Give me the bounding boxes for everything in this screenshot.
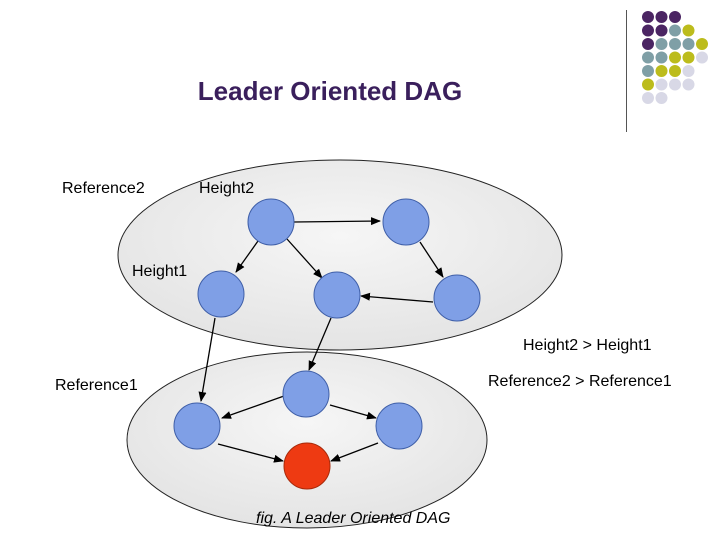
decoration-dot	[669, 24, 681, 37]
edge-g-f	[221, 395, 285, 419]
label-reference-comparison: Reference2 > Reference1	[488, 373, 672, 390]
lower-dag-ellipse	[126, 351, 488, 529]
page-title: Leader Oriented DAG	[197, 76, 463, 106]
divider-line	[626, 10, 627, 132]
node-g	[282, 370, 330, 418]
edge-f-leader	[217, 443, 284, 463]
decoration-dot	[642, 78, 654, 91]
label-height2: Height2	[199, 180, 255, 197]
figure-caption: fig. A Leader Oriented DAG	[256, 510, 451, 527]
decoration-dot	[669, 51, 681, 64]
decoration-dot	[669, 38, 681, 50]
decoration-dot	[642, 92, 654, 104]
node-a	[247, 198, 295, 246]
decoration-dot	[682, 38, 695, 50]
decoration-dot	[696, 51, 708, 64]
upper-dag-ellipse	[117, 159, 563, 351]
edge-a-d	[286, 238, 323, 279]
decoration-dot	[682, 65, 695, 77]
decoration-dot	[655, 51, 668, 64]
edge-a-b	[293, 217, 381, 226]
edge-h-leader	[330, 442, 379, 462]
decoration-dot	[655, 92, 668, 104]
decoration-dot	[682, 24, 695, 37]
decoration-dot	[642, 51, 654, 64]
decoration-dot	[669, 78, 681, 91]
label-height1: Height1	[132, 263, 188, 280]
node-f	[173, 402, 221, 450]
decoration-dot	[642, 65, 654, 77]
edge-e-d	[360, 292, 434, 303]
node-d	[313, 271, 361, 319]
label-reference1: Reference1	[55, 377, 138, 394]
decoration-dot	[642, 11, 654, 23]
decoration-dot	[655, 78, 668, 91]
decoration-dot	[669, 65, 681, 77]
node-h	[375, 402, 423, 450]
decoration-dot	[655, 11, 668, 23]
edge-a-c	[235, 240, 259, 273]
node-c	[197, 270, 245, 318]
decoration-dot	[682, 51, 695, 64]
decoration-dot	[655, 24, 668, 37]
edge-c-f	[198, 317, 216, 402]
decoration-dot-grid	[642, 11, 708, 104]
decoration-dot	[642, 38, 654, 50]
decoration-dot	[696, 38, 708, 50]
node-e	[433, 274, 481, 322]
decoration-dot	[669, 11, 681, 23]
label-reference2: Reference2	[62, 180, 145, 197]
decoration-dot	[642, 24, 654, 37]
node-b	[382, 198, 430, 246]
decoration-dot	[682, 78, 695, 91]
edge-b-e	[419, 241, 444, 278]
decoration-dot	[655, 65, 668, 77]
leader-node	[283, 442, 331, 490]
edge-g-h	[329, 404, 377, 420]
edge-d-g	[308, 317, 332, 371]
decoration-dot	[655, 38, 668, 50]
label-height-comparison: Height2 > Height1	[523, 337, 652, 354]
